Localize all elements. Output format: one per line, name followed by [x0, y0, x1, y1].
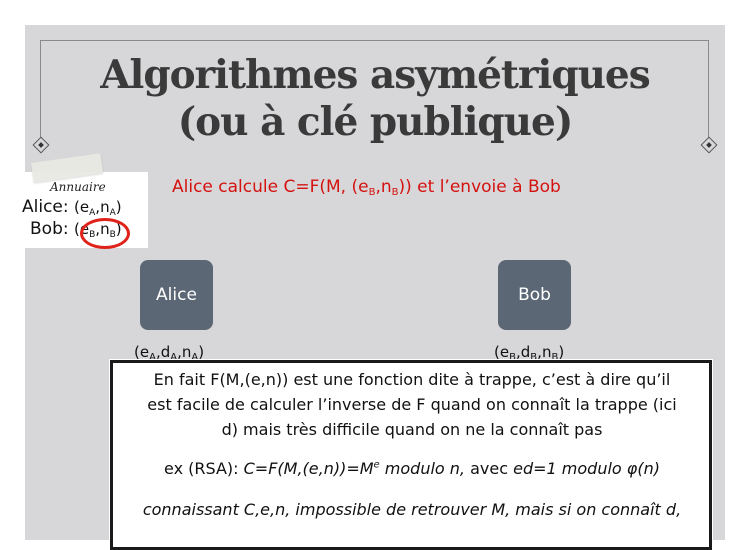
- alice-label: Alice: [156, 285, 197, 305]
- annuaire-heading: Annuaire: [50, 180, 106, 194]
- title-line-2: (ou à clé publique): [177, 99, 574, 145]
- alice-box: Alice: [140, 260, 213, 330]
- frame-top-line: [40, 40, 708, 41]
- alice-keys: (eA,dA,nA): [134, 343, 205, 363]
- annuaire-bob-name: Bob:: [30, 219, 69, 239]
- frame-left-line: [40, 40, 41, 140]
- explanation-popup: [110, 360, 712, 550]
- popup-rsa-example: ex (RSA): C=F(M,(e,n))=Me modulo n, avec…: [164, 459, 660, 478]
- annuaire-alice-name: Alice:: [22, 197, 69, 217]
- bob-box: Bob: [498, 260, 571, 330]
- frame-right-line: [708, 40, 709, 140]
- popup-line-1: En fait F(M,(e,n)) est une fonction dite…: [153, 370, 671, 389]
- bob-keys: (eB,dB,nB): [494, 343, 565, 363]
- title-line-1: Algorithmes asymétriques: [100, 52, 650, 98]
- alice-calcule-statement: Alice calcule C=F(M, (eB,nB)) et l’envoi…: [172, 177, 561, 198]
- highlight-circle: [80, 218, 130, 249]
- slide-title: Algorithmes asymétriques (ou à clé publi…: [60, 52, 690, 146]
- popup-last-line: connaissant C,e,n, impossible de retrouv…: [142, 500, 682, 519]
- bob-label: Bob: [518, 285, 551, 305]
- popup-line-2: est facile de calculer l’inverse de F qu…: [147, 395, 677, 414]
- annuaire-alice-entry: Alice: (eA,nA): [22, 197, 122, 218]
- popup-line-3: d) mais très difficile quand on ne la co…: [221, 420, 603, 439]
